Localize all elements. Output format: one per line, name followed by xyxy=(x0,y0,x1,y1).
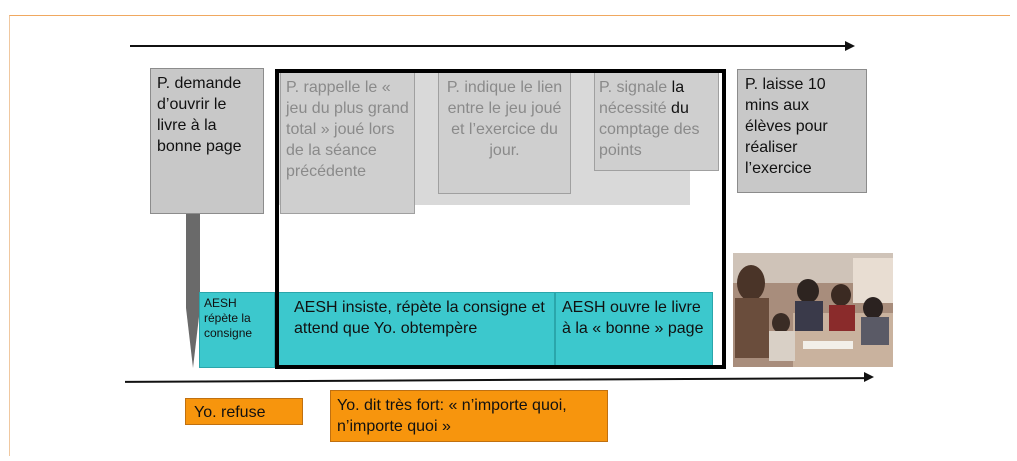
connector-arrowhead-icon xyxy=(186,308,200,368)
teacher-step-2-text: P. rappelle le « jeu du plus grand total… xyxy=(286,79,409,180)
aesh-step-2: AESH insiste, répète la consigne et atte… xyxy=(277,292,555,368)
top-timeline-arrow xyxy=(130,45,845,47)
teacher-step-2: P. rappelle le « jeu du plus grand total… xyxy=(280,72,415,214)
aesh-step-3: AESH ouvre le livre à la « bonne » page xyxy=(555,292,713,368)
student-step-1: Yo. refuse xyxy=(185,398,303,425)
teacher-step-1-text: P. demande d’ouvrir le livre à la bonne … xyxy=(157,75,242,155)
teacher-step-4-text-faded: P. signale xyxy=(599,79,668,96)
aesh-step-3-text: AESH ouvre le livre à la « bonne » page xyxy=(562,299,704,337)
teacher-step-4-text-dark2: du xyxy=(671,100,689,117)
top-arrowhead-icon xyxy=(845,41,855,51)
bottom-arrowhead-icon xyxy=(864,372,874,382)
aesh-step-1: AESH répète la consigne xyxy=(199,292,275,368)
slide-frame xyxy=(9,15,1010,456)
teacher-step-5: P. laisse 10 mins aux élèves pour réalis… xyxy=(737,69,867,193)
student-step-1-text: Yo. refuse xyxy=(194,404,266,421)
student-step-2-text: Yo. dit très fort: « n’importe quoi, n’i… xyxy=(337,397,567,435)
teacher-step-1-connector xyxy=(186,214,200,308)
aesh-step-1-text: AESH répète la consigne xyxy=(204,296,253,340)
teacher-step-4-text-dark: la xyxy=(671,79,685,96)
student-step-2: Yo. dit très fort: « n’importe quoi, n’i… xyxy=(330,390,608,442)
teacher-step-5-text: P. laisse 10 mins aux élèves pour réalis… xyxy=(745,76,828,177)
teacher-step-4-text-faded2: nécessité xyxy=(599,100,667,117)
teacher-step-1: P. demande d’ouvrir le livre à la bonne … xyxy=(150,68,264,214)
teacher-step-3: P. indique le lien entre le jeu joué et … xyxy=(438,72,571,194)
classroom-photo xyxy=(733,253,893,367)
highlight-frame xyxy=(275,69,726,369)
classroom-photo-image xyxy=(733,253,893,367)
teacher-step-4-text-faded3: comptage des points xyxy=(599,121,700,159)
teacher-step-3-text: P. indique le lien entre le jeu joué et … xyxy=(446,79,563,159)
aesh-step-2-text: AESH insiste, répète la consigne et atte… xyxy=(294,299,545,337)
